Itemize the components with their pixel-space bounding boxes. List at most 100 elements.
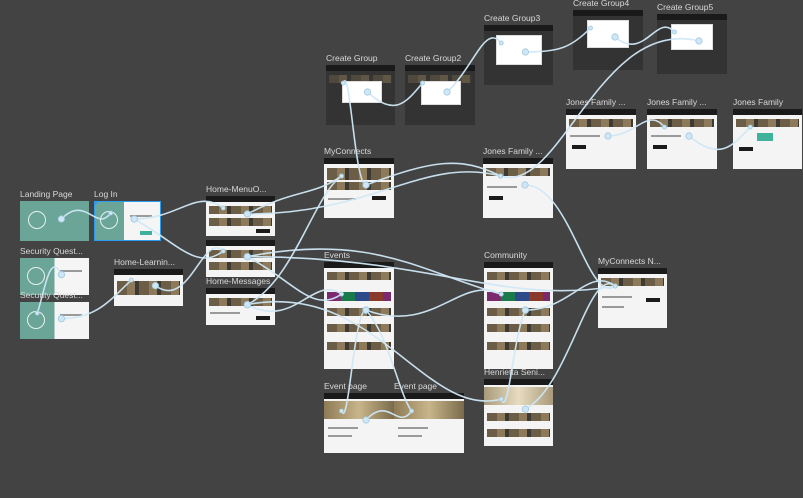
artboard-label[interactable]: Home-Messages — [206, 276, 271, 286]
artboard-security-questions-1[interactable]: Security Quest... — [20, 246, 89, 295]
hotspot-dot[interactable] — [362, 181, 370, 189]
artboard-label[interactable]: Landing Page — [20, 189, 73, 199]
hero-image — [324, 401, 394, 419]
hero-image — [394, 401, 464, 419]
artboard-home-menu-open[interactable]: Home-MenuO... — [206, 184, 275, 236]
connection-line — [524, 184, 616, 289]
artboard-label[interactable]: Home-MenuO... — [206, 184, 267, 194]
artboard-label[interactable]: Jones Family ... — [647, 97, 707, 107]
button-shape — [489, 196, 503, 200]
hotspot-dot[interactable] — [521, 405, 530, 413]
hotspot-dot[interactable] — [243, 210, 251, 218]
artboard-landing-page[interactable]: Landing Page — [20, 189, 89, 241]
artboard-security-questions-2[interactable]: Security Quest... — [20, 290, 89, 339]
artboard-create-group-5[interactable]: Create Group5 — [657, 2, 727, 74]
hotspot-dot[interactable] — [243, 301, 251, 309]
artboard-label[interactable]: Create Group5 — [657, 2, 714, 12]
hotspot-dot[interactable] — [443, 88, 451, 96]
connection-line — [247, 301, 502, 402]
artboard-label[interactable]: Security Quest... — [20, 290, 83, 300]
artboard-home-messages[interactable]: Home-Messages — [206, 276, 275, 325]
nav-bar — [324, 262, 394, 268]
community-thumbnail — [484, 262, 553, 369]
artboard-label[interactable]: Create Group — [326, 53, 378, 63]
artboard-label[interactable]: MyConnects N... — [598, 256, 661, 266]
hotspot-dot[interactable] — [130, 215, 138, 223]
nav-bar — [326, 65, 395, 71]
artboard-label[interactable]: Event page — [324, 381, 368, 391]
nav-bar — [114, 269, 183, 275]
image-row — [568, 119, 634, 127]
artboard-label[interactable]: Jones Family — [733, 97, 784, 107]
hotspot-dot[interactable] — [57, 315, 66, 323]
hotspot-dot[interactable] — [695, 37, 703, 45]
artboard-community[interactable]: Community — [484, 250, 553, 369]
hotspot-dot[interactable] — [57, 271, 66, 279]
artboard-label[interactable]: Community — [484, 250, 527, 260]
image-row — [328, 75, 393, 83]
artboard-label[interactable]: MyConnects — [324, 146, 372, 156]
artboard-label[interactable]: Event page — [394, 381, 438, 391]
nav-bar — [484, 262, 553, 268]
hotspot-dot[interactable] — [362, 416, 370, 424]
artboard-create-group[interactable]: Create Group — [326, 53, 395, 125]
artboard-label[interactable]: Log In — [94, 189, 118, 199]
artboard-label[interactable]: Security Quest... — [20, 246, 83, 256]
artboard-label[interactable]: Henrietta Seni... — [484, 367, 545, 377]
image-row — [208, 206, 273, 214]
hotspot-dot[interactable] — [243, 253, 251, 261]
artboard-jones-family-c[interactable]: Jones Family — [733, 97, 802, 169]
hotspot-marker — [94, 201, 98, 205]
artboard-myconnects[interactable]: MyConnects — [324, 146, 394, 218]
text-line — [398, 435, 423, 437]
artboard-label[interactable]: Create Group2 — [405, 53, 462, 63]
button-shape — [757, 133, 773, 141]
message-line — [210, 312, 241, 314]
artboard-event-page-2[interactable]: Event page — [394, 381, 464, 453]
category-tiles — [326, 292, 392, 301]
event-page-thumbnail — [394, 393, 464, 453]
selection-outline — [94, 201, 161, 241]
artboard-create-group-4[interactable]: Create Group4 — [573, 0, 643, 70]
artboard-home[interactable] — [206, 240, 275, 277]
artboard-jones-family-d[interactable]: Jones Family ... — [483, 146, 553, 218]
hotspot-dot[interactable] — [151, 282, 159, 290]
image-row — [486, 324, 551, 332]
button-shape — [256, 316, 270, 320]
hotspot-dot[interactable] — [521, 306, 530, 314]
artboard-jones-family-a[interactable]: Jones Family ... — [566, 97, 636, 169]
hotspot-dot[interactable] — [521, 48, 530, 56]
artboard-label[interactable]: Jones Family ... — [483, 146, 543, 156]
artboard-log-in[interactable]: Log In — [94, 189, 161, 241]
home-menu-thumbnail — [206, 196, 275, 236]
hotspot-dot[interactable] — [57, 215, 66, 223]
artboard-label[interactable]: Jones Family ... — [566, 97, 626, 107]
hotspot-dot[interactable] — [604, 132, 612, 140]
artboard-label[interactable]: Create Group4 — [573, 0, 630, 8]
connection-line — [247, 175, 342, 215]
hotspot-dot[interactable] — [611, 33, 619, 41]
artboard-create-group-2[interactable]: Create Group2 — [405, 53, 475, 125]
artboard-jones-family-b[interactable]: Jones Family ... — [647, 97, 717, 169]
connection-line — [134, 200, 224, 220]
artboard-create-group-3[interactable]: Create Group3 — [484, 13, 553, 85]
connection-line — [366, 82, 424, 107]
artboard-label[interactable]: Create Group3 — [484, 13, 541, 23]
text-line — [398, 427, 429, 429]
target-dot — [420, 80, 425, 86]
artboard-event-page-1[interactable]: Event page — [324, 381, 394, 453]
hotspot-dot[interactable] — [362, 306, 370, 314]
artboard-label[interactable]: Events — [324, 250, 350, 260]
nav-bar — [647, 109, 717, 115]
target-dot — [339, 173, 344, 179]
artboard-home-learning[interactable]: Home-Learnin... — [114, 257, 183, 306]
hotspot-dot[interactable] — [685, 132, 693, 140]
artboard-label[interactable]: Home-Learnin... — [114, 257, 175, 267]
hotspot-dot[interactable] — [521, 181, 529, 189]
hotspot-dot[interactable] — [363, 88, 371, 96]
image-row — [208, 298, 273, 306]
create-group-3-thumbnail — [484, 25, 553, 85]
artboard-myconnects-notifications[interactable]: MyConnects N... — [598, 256, 667, 328]
